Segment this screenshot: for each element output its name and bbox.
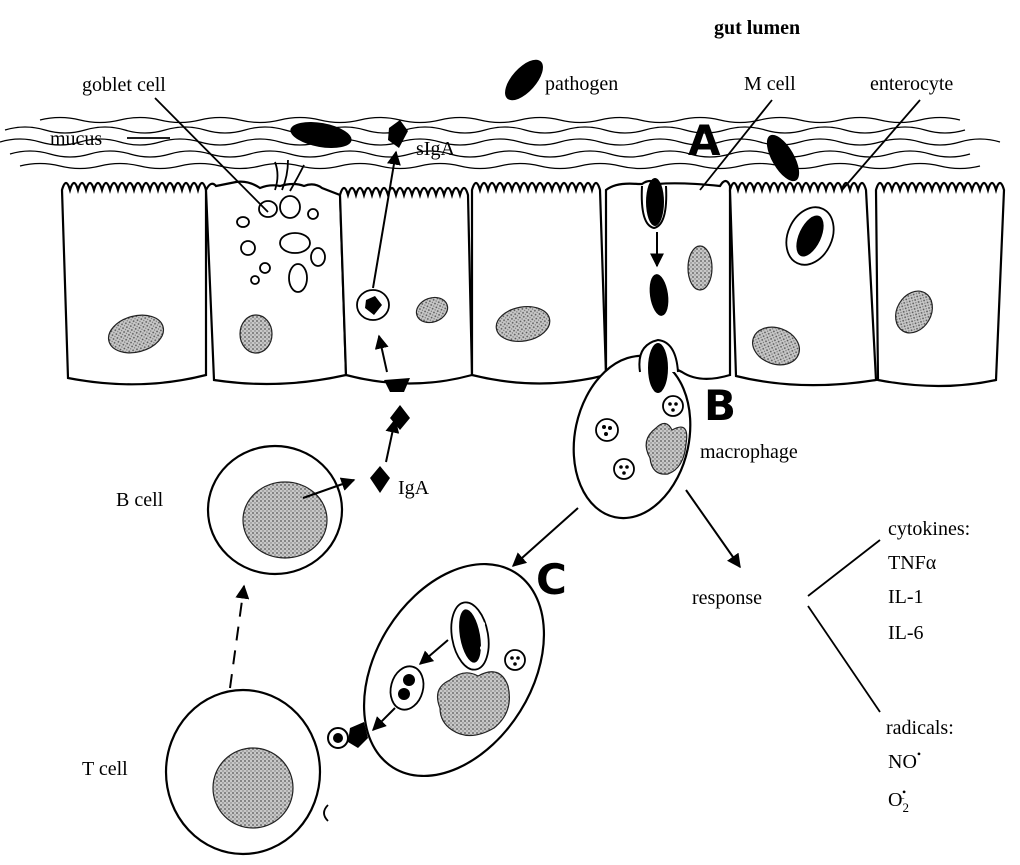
enterocyte-3 — [472, 183, 606, 384]
il1-label: IL-1 — [888, 586, 924, 608]
mucus-layer — [0, 118, 1000, 169]
nucleus — [688, 246, 712, 290]
pathogen-label: pathogen — [545, 73, 618, 95]
cytokines-connector — [808, 540, 880, 596]
il6-label: IL-6 — [888, 622, 924, 644]
iga-label: IgA — [398, 477, 430, 499]
no-label: NO• — [888, 747, 921, 773]
enterocyte-6 — [876, 183, 1004, 386]
pathogen-engulfed — [648, 343, 668, 393]
step-b-label: B — [704, 381, 736, 430]
t-cell-label: T cell — [82, 758, 128, 780]
radicals-connector — [808, 606, 880, 712]
t-cell-nucleus — [213, 748, 293, 828]
epithelium — [62, 160, 1004, 386]
m-cell-label: M cell — [744, 73, 796, 95]
pathogen-entering-m-cell — [646, 178, 664, 226]
pathogen-free — [498, 53, 549, 106]
t-cell — [166, 690, 348, 854]
step-c-label: C — [536, 555, 567, 604]
b-cell — [208, 446, 342, 574]
radicals-label: radicals: — [886, 717, 954, 739]
enterocyte-1 — [62, 183, 206, 384]
tnf-label: TNFα — [888, 552, 937, 574]
macrophage-label: macrophage — [700, 441, 798, 463]
iga-molecule — [370, 466, 390, 493]
enterocyte-label: enterocyte — [870, 73, 953, 95]
siga-label: sIgA — [416, 138, 455, 160]
pathogen-near-enterocyte — [760, 130, 805, 186]
cytokines-label: cytokines: — [888, 518, 970, 540]
macrophage-response-arrow — [686, 490, 740, 567]
step-a-label: A — [688, 116, 721, 165]
nucleus — [240, 315, 272, 353]
goblet-cell-label: goblet cell — [82, 74, 166, 96]
gut-lumen-label: gut lumen — [714, 17, 800, 39]
superoxide-label: O2•− — [888, 785, 909, 815]
enterocyte-iga-transport — [340, 188, 472, 384]
mucus-label: mucus — [50, 128, 102, 150]
t-cell-to-b-cell-arrow — [230, 586, 244, 688]
response-label: response — [692, 587, 762, 609]
poly-ig-receptor — [384, 378, 410, 392]
b-cell-label: B cell — [116, 489, 164, 511]
